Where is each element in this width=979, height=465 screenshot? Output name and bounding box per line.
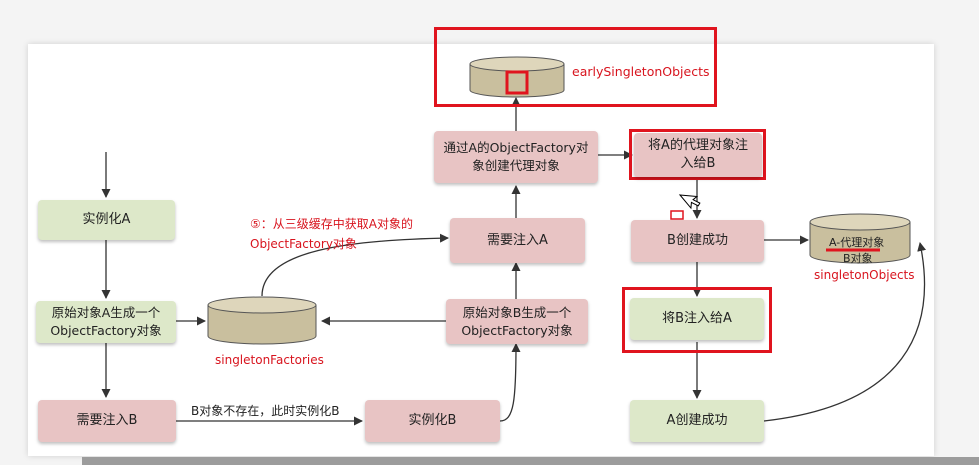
create-proxy-node: 通过A的ObjectFactory对 象创建代理对象 [434, 131, 598, 183]
arrow-cache-to-inject-a [261, 233, 449, 297]
scrollbar[interactable] [82, 457, 979, 465]
factories-cache-cylinder [207, 296, 317, 345]
step5-note-line2: ObjectFactory对象 [250, 237, 357, 251]
a-created-node: A创建成功 [630, 400, 764, 442]
arrow-a-created-to-singletons [763, 242, 927, 422]
singleton-item-b: B对象 [843, 252, 873, 265]
factories-cache-label: singletonFactories [215, 353, 324, 367]
b-object-factory-node: 原始对象B生成一个 ObjectFactory对象 [446, 299, 588, 344]
inject-proxy-node: 将A的代理对象注 入给B [634, 133, 762, 177]
arrow-instantiate-b-to-b-factory [499, 343, 521, 422]
highlight-small-box [505, 70, 529, 95]
b-created-node: B创建成功 [631, 220, 764, 262]
highlight-tiny-box [670, 210, 684, 220]
edge-label-b-not-exist: B对象不存在，此时实例化B [191, 404, 340, 418]
singletons-cache-cylinder [809, 213, 911, 264]
inject-b-node: 需要注入B [38, 400, 176, 442]
inject-b-into-a-node: 将B注入给A [630, 298, 764, 340]
singleton-item-proxy: A-代理对象 [829, 236, 885, 249]
early-cache-label: earlySingletonObjects [572, 64, 710, 79]
instantiate-a-node: 实例化A [38, 200, 175, 240]
a-object-factory-node: 原始对象A生成一个 ObjectFactory对象 [36, 301, 176, 343]
step5-note: ⑤：从三级缓存中获取A对象的 ObjectFactory对象 [250, 214, 413, 254]
inject-b-frame [622, 287, 772, 353]
step5-note-line1: ⑤：从三级缓存中获取A对象的 [250, 217, 413, 231]
cursor-icon [678, 194, 701, 210]
early-cache-frame [434, 27, 717, 107]
singletons-cache-label: singletonObjects [814, 268, 915, 282]
inject-proxy-frame [629, 129, 766, 180]
early-cache-cylinder [469, 56, 565, 98]
instantiate-b-node: 实例化B [365, 400, 500, 442]
inject-a-node: 需要注入A [450, 218, 585, 263]
